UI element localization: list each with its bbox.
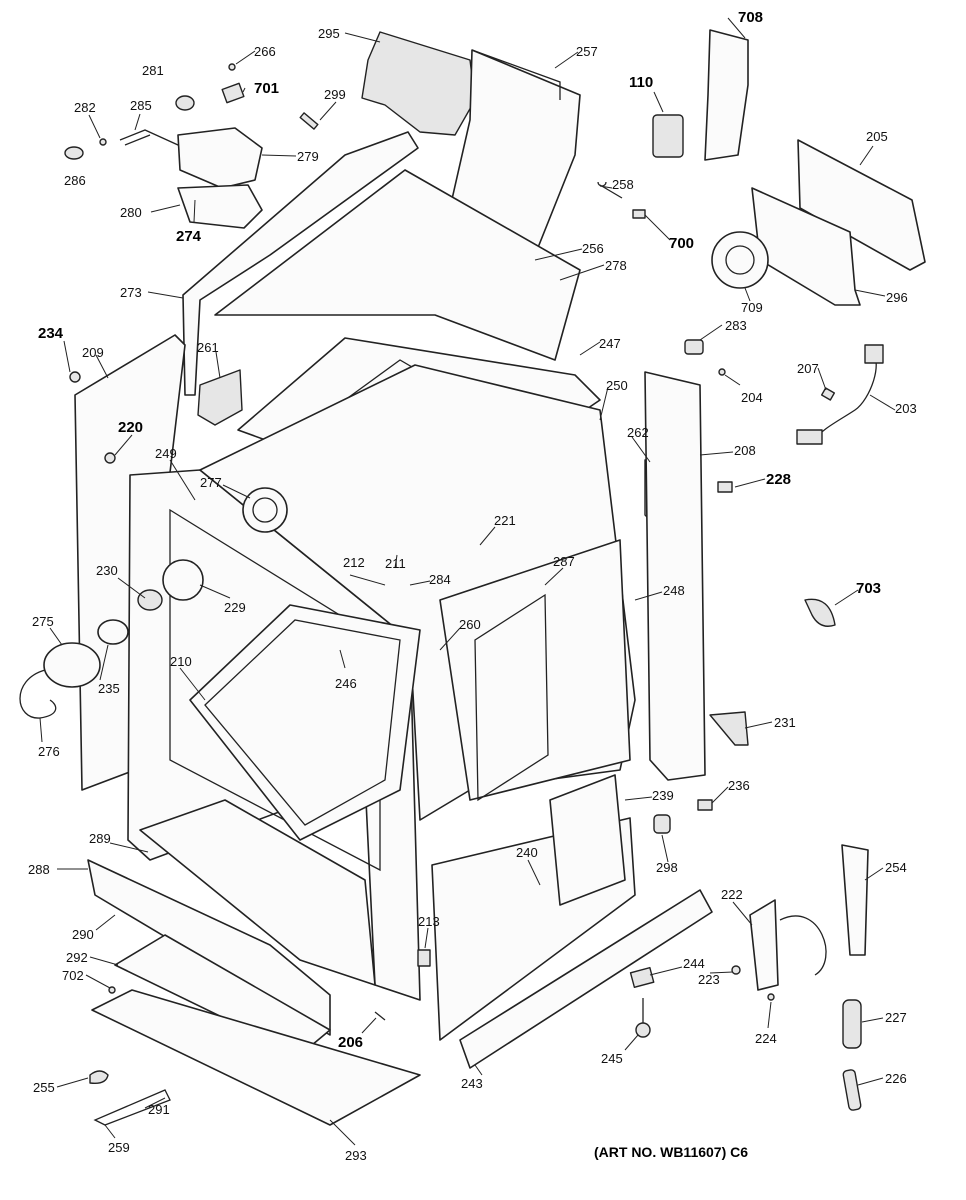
- callout-207: 207: [797, 361, 819, 376]
- callout-labels: 295 257 110 708 266 281 701 299 282 285 …: [28, 9, 917, 1163]
- callout-276: 276: [38, 744, 60, 759]
- callout-273: 273: [120, 285, 142, 300]
- callout-110: 110: [629, 74, 653, 91]
- art-number: (ART NO. WB11607) C6: [594, 1144, 748, 1160]
- callout-248: 248: [663, 583, 685, 598]
- callout-298: 298: [656, 860, 678, 875]
- callout-258: 258: [612, 177, 634, 192]
- callout-279: 279: [297, 149, 319, 164]
- part-housing-bracket: [704, 29, 749, 161]
- callout-260: 260: [459, 617, 481, 632]
- callout-254: 254: [885, 860, 907, 875]
- part-toe-rail: [459, 889, 713, 1069]
- callout-236: 236: [728, 778, 750, 793]
- callout-211: 211: [385, 556, 406, 571]
- callout-212: 212: [343, 555, 365, 570]
- callout-239: 239: [652, 788, 674, 803]
- callout-203: 203: [895, 401, 917, 416]
- callout-246: 246: [335, 676, 357, 691]
- leader-lines: [39, 17, 896, 1146]
- callout-223: 223: [698, 972, 720, 987]
- part-broiler-tray: [139, 799, 376, 986]
- parts-artwork: [19, 29, 926, 1126]
- callout-286: 286: [64, 173, 86, 188]
- callout-228: 228: [766, 471, 791, 488]
- callout-249: 249: [155, 446, 177, 461]
- part-top-frame: [182, 131, 419, 396]
- part-back-panel: [797, 139, 926, 271]
- callout-222: 222: [721, 887, 743, 902]
- callout-229: 229: [224, 600, 246, 615]
- callout-291: 291: [148, 1102, 170, 1117]
- callout-287: 287: [553, 554, 575, 569]
- callout-292: 292: [66, 950, 88, 965]
- callout-259: 259: [108, 1140, 130, 1155]
- part-cooktop-panel: [214, 169, 581, 361]
- callout-284: 284: [429, 572, 451, 587]
- callout-709: 709: [741, 300, 763, 315]
- callout-278: 278: [605, 258, 627, 273]
- callout-295: 295: [318, 26, 340, 41]
- callout-206: 206: [338, 1034, 363, 1051]
- callout-230: 230: [96, 563, 118, 578]
- part-switch: [652, 114, 684, 158]
- callout-240: 240: [516, 845, 538, 860]
- callout-299: 299: [324, 87, 346, 102]
- callout-224: 224: [755, 1031, 777, 1046]
- callout-262: 262: [627, 425, 649, 440]
- part-right-liner: [439, 539, 631, 801]
- part-burner-valve: [177, 127, 263, 189]
- callout-210: 210: [170, 654, 192, 669]
- callout-274: 274: [176, 228, 202, 245]
- callout-213: 213: [418, 914, 440, 929]
- callout-261: 261: [197, 340, 219, 355]
- callout-283: 283: [725, 318, 747, 333]
- callout-250: 250: [606, 378, 628, 393]
- callout-204: 204: [741, 390, 763, 405]
- callout-227: 227: [885, 1010, 907, 1025]
- callout-243: 243: [461, 1076, 483, 1091]
- callout-221: 221: [494, 513, 516, 528]
- callout-280: 280: [120, 205, 142, 220]
- callout-220: 220: [118, 419, 143, 436]
- part-bake-rack: [189, 604, 421, 841]
- callout-245: 245: [601, 1051, 623, 1066]
- callout-205: 205: [866, 129, 888, 144]
- callout-208: 208: [734, 443, 756, 458]
- part-drawer-bottom: [91, 989, 421, 1126]
- callout-700: 700: [669, 235, 694, 252]
- part-drawer-front: [87, 859, 331, 1036]
- callout-701: 701: [254, 80, 279, 97]
- callout-209: 209: [82, 345, 104, 360]
- callout-277: 277: [200, 475, 222, 490]
- callout-244: 244: [683, 956, 705, 971]
- callout-256: 256: [582, 241, 604, 256]
- callout-293: 293: [345, 1148, 367, 1163]
- part-insulation-pad: [361, 31, 476, 136]
- callout-255: 255: [33, 1080, 55, 1095]
- part-duct-ring: [711, 231, 769, 289]
- callout-235: 235: [98, 681, 120, 696]
- callout-247: 247: [599, 336, 621, 351]
- callout-290: 290: [72, 927, 94, 942]
- callout-708: 708: [738, 9, 763, 26]
- callout-226: 226: [885, 1071, 907, 1086]
- callout-702: 702: [62, 968, 84, 983]
- callout-281: 281: [142, 63, 164, 78]
- callout-703: 703: [856, 580, 881, 597]
- callout-282: 282: [74, 100, 96, 115]
- callout-296: 296: [886, 290, 908, 305]
- part-right-side-panel: [644, 371, 706, 781]
- callout-275: 275: [32, 614, 54, 629]
- callout-289: 289: [89, 831, 111, 846]
- callout-257: 257: [576, 44, 598, 59]
- callout-288: 288: [28, 862, 50, 877]
- callout-234: 234: [38, 325, 64, 342]
- callout-231: 231: [774, 715, 796, 730]
- callout-285: 285: [130, 98, 152, 113]
- callout-266: 266: [254, 44, 276, 59]
